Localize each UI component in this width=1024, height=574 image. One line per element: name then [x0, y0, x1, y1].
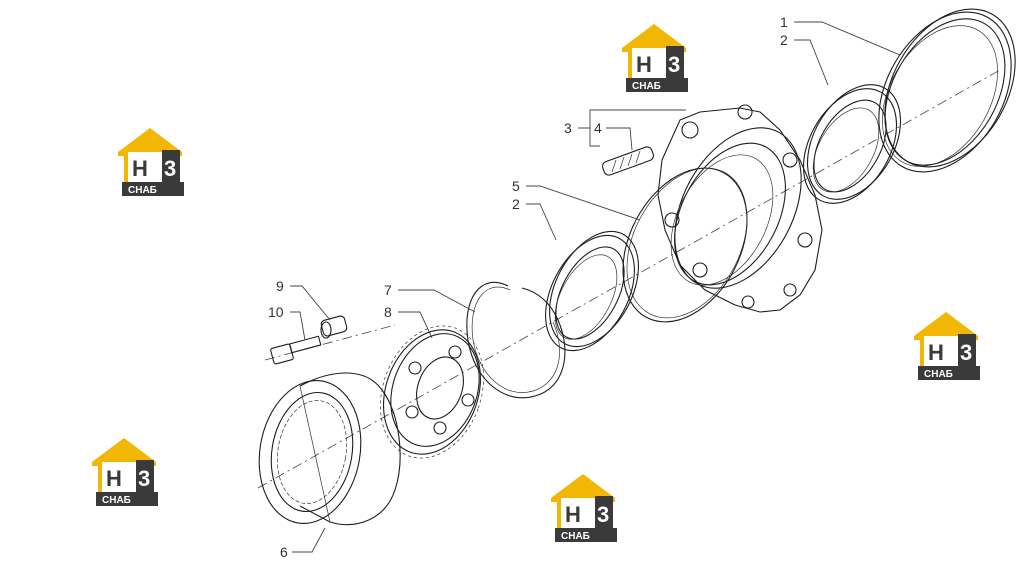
svg-text:H: H: [636, 52, 652, 77]
watermark-logo-left-top: H 3 СНАБ: [118, 128, 184, 196]
part-2-seal-upper: [802, 84, 902, 204]
part-9-washer: [320, 315, 348, 339]
svg-text:3: 3: [597, 502, 609, 527]
callout-7: 7: [384, 282, 392, 298]
part-7-snap-ring: [466, 281, 566, 399]
svg-text:СНАБ: СНАБ: [561, 531, 590, 542]
part-4-stud: [602, 146, 654, 176]
svg-text:СНАБ: СНАБ: [632, 81, 661, 92]
callout-2-lower: 2: [512, 196, 520, 212]
watermark-logo-top-center: H 3 СНАБ: [622, 24, 688, 92]
leader-lines: [290, 21, 901, 553]
callout-8: 8: [384, 304, 392, 320]
callout-2-upper: 2: [780, 32, 788, 48]
watermark-logo-right: H 3 СНАБ: [914, 312, 980, 380]
callout-4: 4: [594, 120, 602, 136]
svg-text:3: 3: [164, 156, 176, 181]
svg-text:СНАБ: СНАБ: [102, 495, 131, 506]
part-1-seal-ring: [878, 8, 1016, 173]
svg-text:H: H: [106, 466, 122, 491]
center-axis: [257, 69, 1001, 489]
svg-text:СНАБ: СНАБ: [924, 369, 953, 380]
svg-text:3: 3: [668, 52, 680, 77]
svg-text:СНАБ: СНАБ: [128, 185, 157, 196]
watermark-logo-left-bottom: H 3 СНАБ: [92, 438, 158, 506]
part-6-ring-gear: [258, 372, 401, 526]
svg-text:H: H: [132, 156, 148, 181]
svg-text:3: 3: [960, 340, 972, 365]
svg-text:3: 3: [138, 466, 150, 491]
part-10-bolt: [270, 335, 322, 365]
callout-1: 1: [780, 14, 788, 30]
callout-6: 6: [280, 544, 288, 560]
svg-text:H: H: [928, 340, 944, 365]
callout-10: 10: [268, 304, 284, 320]
part-3-hub-housing: [657, 104, 823, 313]
callout-3: 3: [564, 120, 572, 136]
callout-5: 5: [512, 178, 520, 194]
callout-9: 9: [276, 278, 284, 294]
watermark-logo-bottom-center: H 3 СНАБ: [551, 474, 617, 542]
bolt-axis: [264, 324, 396, 361]
part-2-seal-lower: [545, 230, 639, 352]
svg-text:H: H: [565, 502, 581, 527]
